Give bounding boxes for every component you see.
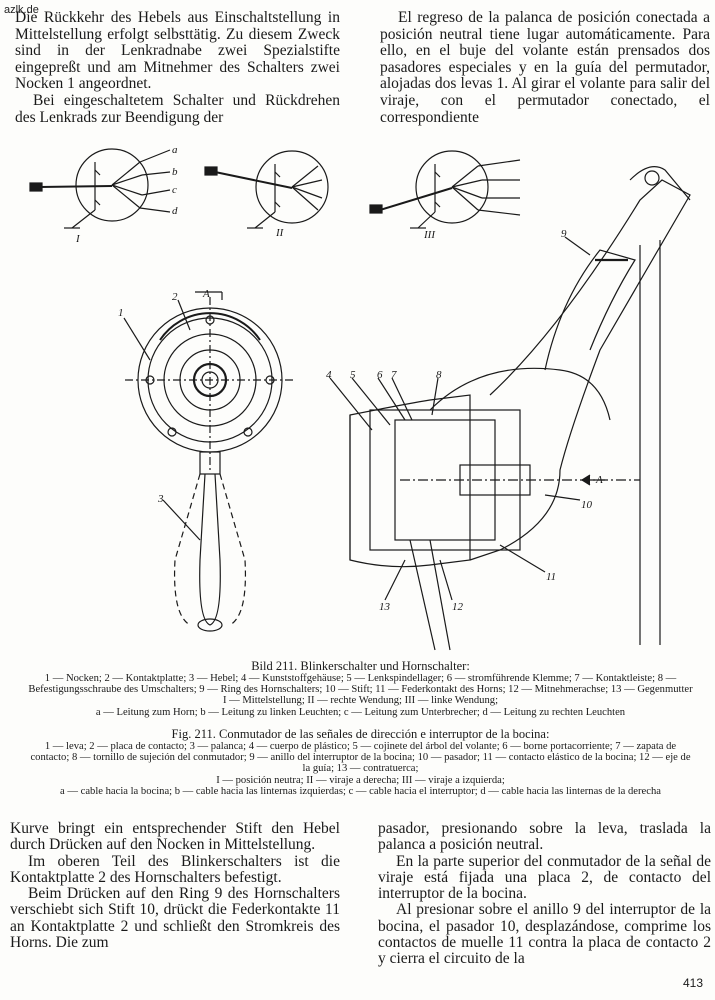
switch-letter-labels: a b c d <box>172 144 178 217</box>
switch-schematic-i <box>29 148 171 229</box>
part-label: 2 <box>172 291 178 303</box>
paragraph: Bei eingeschaltetem Schalter und Rückdre… <box>15 91 340 126</box>
caption-line: 1 — leva; 2 — placa de contacto; 3 — pal… <box>30 741 691 775</box>
section-mark: A <box>202 288 210 300</box>
page-number: 413 <box>682 976 703 990</box>
switch-schematic-iii <box>369 150 521 229</box>
switch-letter-c: c <box>172 184 177 196</box>
position-label-ii: II <box>275 227 285 239</box>
switch-schematic-ii <box>204 150 329 229</box>
paragraph: Kurve bringt ein entsprechender Stift de… <box>10 820 340 854</box>
part-label: 8 <box>436 369 442 381</box>
paragraph: Die Rückkehr des Hebels aus Einschaltste… <box>15 9 340 93</box>
part-label: 1 <box>118 307 124 319</box>
bottom-right-column: pasador, presionando sobre la leva, tras… <box>378 820 711 968</box>
switch-front-view <box>125 291 295 632</box>
caption-spanish: Fig. 211. Conmutador de las señales de d… <box>28 727 693 797</box>
switch-letter-d: d <box>172 205 178 217</box>
part-label: 12 <box>452 601 464 613</box>
caption-line: 1 — Nocken; 2 — Kontaktplatte; 3 — Hebel… <box>28 673 693 696</box>
paragraph: El regreso de la palanca de posición con… <box>380 9 710 126</box>
switch-letter-b: b <box>172 166 178 178</box>
caption-title: Fig. 211. Conmutador de las señales de d… <box>171 727 550 741</box>
top-right-column: El regreso de la palanca de posición con… <box>380 9 710 126</box>
paragraph: Beim Drücken auf den Ring 9 des Hornscha… <box>10 885 340 952</box>
paragraph: Al presionar sobre el anillo 9 del inter… <box>378 901 711 968</box>
part-label: 5 <box>350 369 356 381</box>
part-number-labels: 1 2 3 4 5 6 7 8 9 10 11 12 13 <box>118 228 593 613</box>
caption-line: I — Mittelstellung; II — rechte Wendung;… <box>222 695 499 707</box>
position-label-i: I <box>75 233 81 245</box>
switch-letter-a: a <box>172 144 178 156</box>
position-label-iii: III <box>423 229 436 241</box>
part-label: 9 <box>561 228 567 240</box>
paragraph: En la parte superior del conmutador de l… <box>378 852 711 903</box>
paragraph: Im oberen Teil des Blinkerschalters ist … <box>10 852 340 886</box>
part-label: 11 <box>546 571 556 583</box>
bottom-left-column: Kurve bringt ein entsprechender Stift de… <box>10 820 340 952</box>
caption-title: Bild 211. Blinkerschalter und Hornschalt… <box>251 659 470 673</box>
section-mark-arrow: A <box>595 474 603 486</box>
part-label: 3 <box>157 493 164 505</box>
paragraph: pasador, presionando sobre la leva, tras… <box>378 820 711 854</box>
watermark: azlk.de <box>4 4 39 16</box>
technical-figure: a b c d I II III A A 1 2 3 4 5 6 7 8 9 1… <box>29 144 691 651</box>
part-label: 7 <box>391 369 397 381</box>
caption-line: a — Leitung zum Horn; b — Leitung zu lin… <box>95 706 626 718</box>
switch-cross-section <box>349 166 691 651</box>
caption-german: Bild 211. Blinkerschalter und Hornschalt… <box>28 659 693 718</box>
part-label: 13 <box>379 601 391 613</box>
caption-line: a — cable hacia la bocina; b — cable hac… <box>60 785 661 797</box>
caption-line: I — posición neutra; II — viraje a derec… <box>216 774 505 786</box>
top-left-column: Die Rückkehr des Hebels aus Einschaltste… <box>15 9 340 126</box>
part-label: 4 <box>326 369 332 381</box>
part-label: 6 <box>377 369 383 381</box>
part-label: 10 <box>581 499 593 511</box>
